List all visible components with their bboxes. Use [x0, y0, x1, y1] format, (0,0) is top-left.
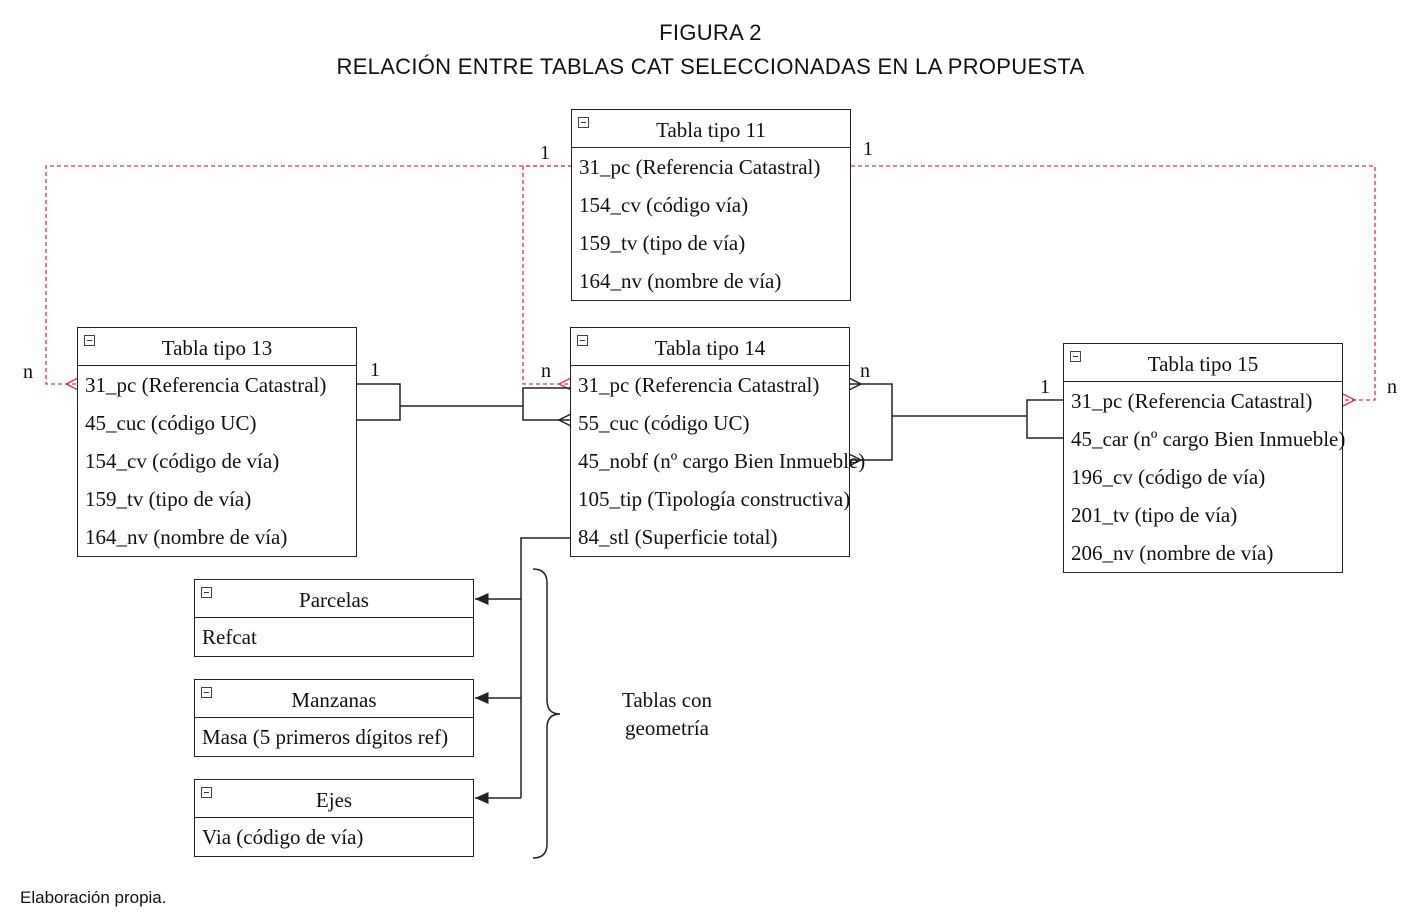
table-header: Manzanas	[195, 680, 473, 718]
relation-t11-t14	[522, 165, 572, 385]
table-tipo-11[interactable]: Tabla tipo 11 31_pc (Referencia Catastra…	[571, 109, 851, 301]
table-field: 55_cuc (código UC)	[578, 411, 750, 435]
table-field: 45_cuc (código UC)	[85, 411, 257, 435]
crowsfoot-t14-left	[557, 413, 572, 427]
collapse-icon[interactable]	[201, 587, 212, 598]
relation-t14-left-bracket	[522, 387, 571, 421]
table-field: 159_tv (tipo de vía)	[579, 231, 746, 255]
table-field: 31_pc (Referencia Catastral)	[1071, 389, 1313, 413]
relation-t14-right-bracket	[849, 383, 893, 461]
table-field: 164_nv (nombre de vía)	[579, 269, 782, 293]
table-field: 154_cv (código de vía)	[85, 449, 280, 473]
collapse-icon[interactable]	[84, 335, 95, 346]
collapse-icon[interactable]	[578, 117, 589, 128]
table-title: Tabla tipo 11	[656, 118, 766, 142]
cardinality-t14-right: n	[860, 360, 870, 382]
table-title: Tabla tipo 14	[654, 336, 766, 360]
table-field: 201_tv (tipo de vía)	[1071, 503, 1238, 527]
table-title: Ejes	[315, 788, 353, 812]
cardinality-t14-left: n	[541, 360, 551, 382]
collapse-icon[interactable]	[201, 787, 212, 798]
table-field: 206_nv (nombre de vía)	[1071, 541, 1274, 565]
collapse-icon[interactable]	[577, 335, 588, 346]
collapse-icon[interactable]	[1070, 351, 1081, 362]
crowsfoot-t15-dashed	[1342, 393, 1357, 407]
geometry-brace	[532, 568, 561, 859]
table-header: Tabla tipo 15	[1064, 344, 1342, 382]
table-header: Tabla tipo 14	[571, 328, 849, 366]
table-field: 31_pc (Referencia Catastral)	[85, 373, 327, 397]
table-field: 31_pc (Referencia Catastral)	[578, 373, 820, 397]
cardinality-t13-right: 1	[370, 359, 380, 381]
table-ejes[interactable]: Ejes Via (código de vía)	[194, 779, 474, 857]
table-tipo-13[interactable]: Tabla tipo 13 31_pc (Referencia Catastra…	[77, 327, 357, 557]
geometry-tables-caption: Tablas con geometría	[621, 688, 713, 740]
crowsfoot-t13	[64, 377, 79, 391]
table-field: 105_tip (Tipología constructiva)	[578, 487, 851, 511]
table-field: Via (código de vía)	[202, 825, 364, 849]
table-field: 31_pc (Referencia Catastral)	[579, 155, 821, 179]
relation-t11-t15	[851, 165, 1376, 401]
table-header: Tabla tipo 11	[572, 110, 850, 148]
source-note: Elaboración propia.	[20, 888, 167, 907]
table-header: Tabla tipo 13	[78, 328, 356, 366]
figure-title: RELACIÓN ENTRE TABLAS CAT SELECCIONADAS …	[336, 54, 1085, 79]
table-field: 45_car (nº cargo Bien Inmueble)	[1071, 427, 1346, 451]
table-title: Manzanas	[291, 688, 377, 712]
table-field: 154_cv (código vía)	[579, 193, 749, 217]
cardinality-t15-left: 1	[1040, 376, 1050, 398]
table-field: Masa (5 primeros dígitos ref)	[202, 725, 449, 749]
table-field: 84_stl (Superficie total)	[578, 525, 778, 549]
relation-t13-bracket	[356, 383, 401, 421]
collapse-icon[interactable]	[201, 687, 212, 698]
table-tipo-14[interactable]: Tabla tipo 14 31_pc (Referencia Catastra…	[570, 327, 866, 557]
table-header: Ejes	[195, 780, 473, 818]
table-field: 196_cv (código de vía)	[1071, 465, 1266, 489]
table-manzanas[interactable]: Manzanas Masa (5 primeros dígitos ref)	[194, 679, 474, 757]
table-title: Tabla tipo 15	[1147, 352, 1259, 376]
table-parcelas[interactable]: Parcelas Refcat	[194, 579, 474, 657]
relation-t15-bracket	[1026, 399, 1064, 439]
table-title: Tabla tipo 13	[161, 336, 273, 360]
crowsfoot-t14-right-a	[848, 377, 863, 391]
table-field: 164_nv (nombre de vía)	[85, 525, 288, 549]
cardinality-t11-right: 1	[863, 138, 873, 160]
cardinality-t15-far-right: n	[1387, 376, 1397, 398]
table-header: Parcelas	[195, 580, 473, 618]
relation-geometry-trunk	[520, 537, 571, 798]
table-field: 45_nobf (nº cargo Bien Inmueble)	[578, 449, 866, 473]
cardinality-t11-left: 1	[540, 142, 550, 164]
table-tipo-15[interactable]: Tabla tipo 15 31_pc (Referencia Catastra…	[1063, 343, 1346, 573]
figure-number: FIGURA 2	[659, 20, 762, 45]
crowsfoot-t14-right-b	[848, 453, 863, 467]
cardinality-t13-far-left: n	[23, 361, 33, 383]
relation-t11-t13	[45, 165, 572, 385]
table-field: 159_tv (tipo de vía)	[85, 487, 252, 511]
table-field: Refcat	[202, 625, 257, 649]
table-title: Parcelas	[299, 588, 369, 612]
